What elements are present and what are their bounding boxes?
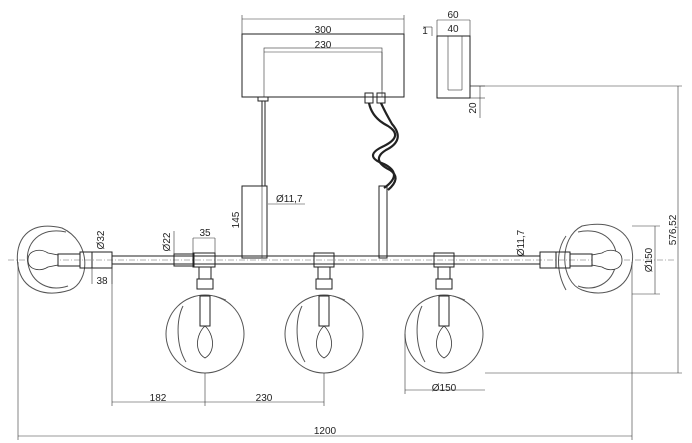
dim-shade-diameter-bottom: Ø150 (432, 383, 457, 394)
dim-total-length: 1200 (314, 426, 337, 437)
dim-holder-diameter-left: Ø32 (96, 230, 107, 249)
dim-rod-diameter-right: Ø11,7 (516, 229, 527, 256)
dim-offset-left: 182 (150, 393, 167, 404)
dim-holder-length-left: 38 (96, 276, 108, 287)
suspension: Ø11,7 145 (231, 101, 399, 259)
canopy-side: 60 40 1 20 (422, 10, 485, 118)
dim-shade-spacing: 230 (256, 393, 273, 404)
hanging-lamp-1 (165, 266, 245, 374)
dim-shade-diameter-side: Ø150 (644, 247, 655, 272)
hanging-lamp-2 (284, 266, 364, 374)
dim-canopy-outer: 300 (315, 25, 332, 36)
bottom-dimensions: Ø150 182 230 1200 576,52 (17, 85, 682, 440)
dim-canopy-height: 20 (468, 102, 479, 114)
dim-bar-diameter: Ø22 (162, 232, 173, 251)
left-side-lamp: Ø32 38 (16, 225, 113, 294)
hanging-lamp-3 (404, 266, 484, 374)
dim-rod-diameter: Ø11,7 (276, 194, 303, 205)
dim-canopy-inner: 230 (315, 40, 332, 51)
dim-canopy-depth-outer: 60 (447, 10, 459, 21)
canopy-front: 300 230 (241, 15, 405, 104)
right-side-lamp: Ø150 (539, 223, 660, 295)
dim-rod-height: 145 (231, 211, 242, 228)
main-bar: Ø22 35 Ø11,7 (8, 228, 676, 268)
dim-total-height: 576,52 (668, 214, 679, 245)
small-mark: 1 (422, 26, 428, 37)
dim-mount-width: 35 (199, 228, 211, 239)
dim-canopy-depth-inner: 40 (447, 24, 459, 35)
